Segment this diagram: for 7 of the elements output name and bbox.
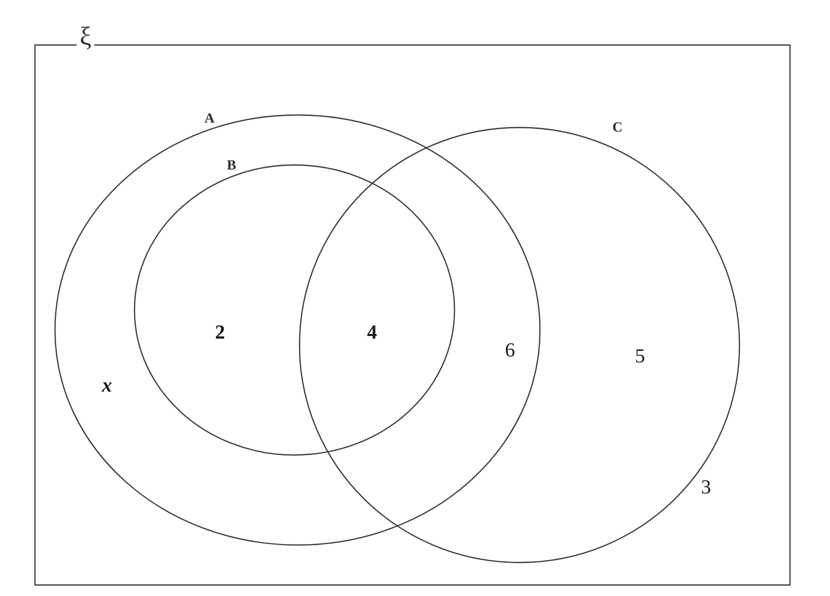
region-number: 5 <box>636 349 644 363</box>
region-number: 6 <box>506 343 514 357</box>
region-number: 4 <box>367 325 377 339</box>
node-label: ξ <box>80 26 91 50</box>
region-number: 2 <box>216 325 224 339</box>
region-number: x <box>102 382 112 392</box>
region-number: 3 <box>702 480 710 494</box>
